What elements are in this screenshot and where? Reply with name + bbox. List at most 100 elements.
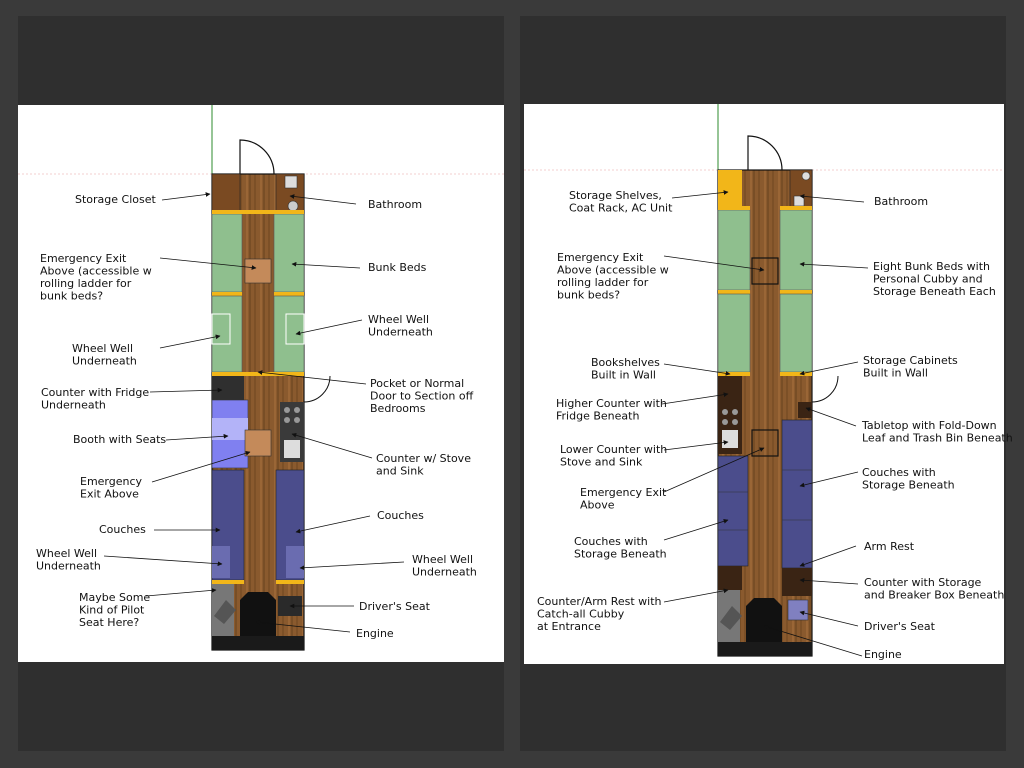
label-bathroom: Bathroom	[368, 198, 422, 211]
label-line: at Entrance	[537, 620, 601, 633]
right-plan	[524, 104, 1004, 657]
label-line: Exit Above	[80, 488, 139, 501]
label-line: Kind of Pilot	[79, 604, 145, 617]
label-line: Emergency Exit	[580, 486, 667, 499]
label-line: Wheel Well	[36, 547, 97, 560]
label-line: Underneath	[412, 566, 477, 579]
label-line: bunk beds?	[40, 290, 103, 303]
label-line: Lower Counter with	[560, 443, 667, 456]
label-line: Above (accessible w	[557, 264, 669, 277]
label-line: Booth with Seats	[73, 433, 166, 446]
label-line: Above (accessible w	[40, 265, 152, 278]
label-line: Engine	[356, 627, 394, 640]
label-storage-shelves: Storage Shelves,Coat Rack, AC Unit	[569, 189, 673, 215]
label-line: bunk beds?	[557, 289, 620, 302]
label-line: rolling ladder for	[557, 276, 649, 289]
label-line: Higher Counter with	[556, 397, 667, 410]
label-line: Stove and Sink	[560, 456, 643, 469]
label-line: Storage Closet	[75, 193, 157, 206]
label-storage-closet: Storage Closet	[75, 193, 157, 206]
label-line: Wheel Well	[368, 313, 429, 326]
label-line: Emergency Exit	[557, 251, 644, 264]
label-line: Tabletop with Fold-Down	[861, 419, 997, 432]
label-line: Emergency	[80, 475, 143, 488]
label-line: Built in Wall	[863, 367, 928, 380]
label-line: Driver's Seat	[359, 600, 431, 613]
label-line: Storage Beneath Each	[873, 285, 996, 298]
label-line: Arm Rest	[864, 540, 915, 553]
label-line: Fridge Beneath	[556, 410, 639, 423]
label-line: Storage Cabinets	[863, 354, 958, 367]
label-line: Couches	[377, 509, 424, 522]
label-arm-rest: Arm Rest	[864, 540, 915, 553]
label-line: and Breaker Box Beneath	[864, 589, 1004, 602]
label-line: Bedrooms	[370, 402, 426, 415]
label-line: Leaf and Trash Bin Beneath	[862, 432, 1013, 445]
label-line: Emergency Exit	[40, 252, 127, 265]
label-bathroom-right: Bathroom	[874, 195, 928, 208]
label-line: Built in Wall	[591, 369, 656, 382]
label-line: Coat Rack, AC Unit	[569, 202, 673, 215]
label-line: Couches	[99, 523, 146, 536]
label-line: Door to Section off	[370, 390, 474, 403]
label-line: Bathroom	[368, 198, 422, 211]
label-line: Underneath	[41, 399, 106, 412]
label-line: Couches with	[862, 466, 936, 479]
label-line: Personal Cubby and	[873, 273, 983, 286]
label-line: Couches with	[574, 535, 648, 548]
right-labels: Storage Shelves,Coat Rack, AC Unit Bathr…	[537, 189, 1013, 661]
label-booth: Booth with Seats	[73, 433, 166, 446]
label-drivers-seat-right: Driver's Seat	[864, 620, 936, 633]
label-couches-left: Couches	[99, 523, 146, 536]
label-line: Underneath	[36, 560, 101, 573]
label-line: Bunk Beds	[368, 261, 427, 274]
label-line: Underneath	[72, 355, 137, 368]
label-line: Catch-all Cubby	[537, 608, 625, 621]
label-drivers-seat: Driver's Seat	[359, 600, 431, 613]
label-line: Seat Here?	[79, 616, 139, 629]
label-line: Wheel Well	[412, 553, 473, 566]
label-line: Storage Beneath	[574, 548, 667, 561]
label-line: Storage Beneath	[862, 479, 955, 492]
label-engine-right: Engine	[864, 648, 902, 661]
label-engine: Engine	[356, 627, 394, 640]
label-line: Counter/Arm Rest with	[537, 595, 662, 608]
left-arrows	[103, 192, 405, 633]
label-line: Maybe Some	[79, 591, 150, 604]
label-line: Bookshelves	[591, 356, 660, 369]
label-line: rolling ladder for	[40, 277, 132, 290]
label-line: Driver's Seat	[864, 620, 936, 633]
left-plan	[18, 105, 504, 651]
label-line: Underneath	[368, 326, 433, 339]
label-line: Counter with Fridge	[41, 386, 149, 399]
label-line: Pocket or Normal	[370, 377, 464, 390]
label-line: and Sink	[376, 465, 424, 478]
label-line: Eight Bunk Beds with	[873, 260, 990, 273]
label-couches-right: Couches	[377, 509, 424, 522]
label-line: Bathroom	[874, 195, 928, 208]
right-arrows	[661, 190, 869, 657]
